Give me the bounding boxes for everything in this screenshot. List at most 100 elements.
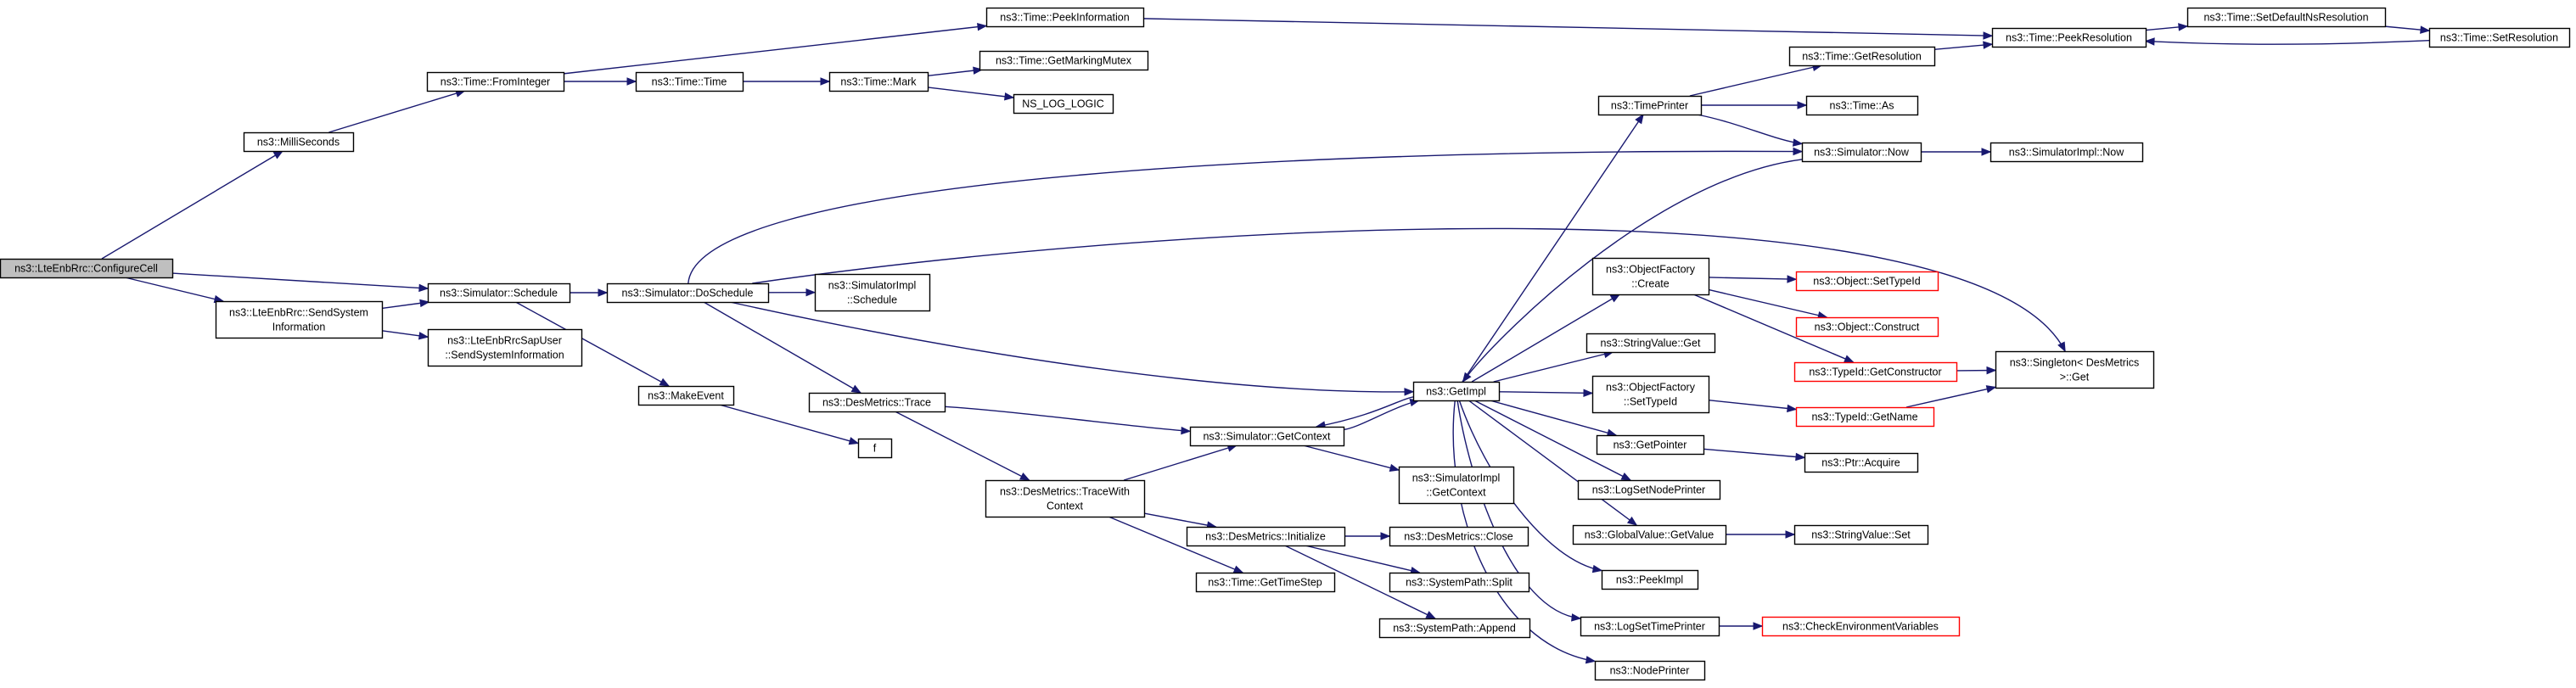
edge-typeid-get-name-to-singleton-get xyxy=(1905,386,1996,408)
edge-time-set-resolution-to-time-peek-resolution-arrowhead xyxy=(2144,37,2155,46)
node-sap-user-send-system-information[interactable]: ns3::LteEnbRrcSapUser::SendSystemInforma… xyxy=(427,328,583,367)
edge-make-event-to-f-arrowhead xyxy=(848,437,860,445)
node-time-get-time-step-box xyxy=(1195,572,1336,593)
node-desmetrics-close[interactable]: ns3::DesMetrics::Close xyxy=(1389,526,1529,547)
node-time-set-default-ns-resolution[interactable]: ns3::Time::SetDefaultNsResolution xyxy=(2186,7,2387,28)
node-desmetrics-initialize-box xyxy=(1186,526,1346,547)
edge-configure-cell-to-simulator-schedule xyxy=(171,272,429,289)
edge-objectfactory-create-to-object-construct xyxy=(1708,288,1827,318)
edge-time-printer-to-time-get-resolution xyxy=(1689,64,1822,97)
node-f[interactable]: f xyxy=(857,438,893,459)
edge-simulator-do-schedule-to-simulator-now-arrowhead xyxy=(1793,147,1804,156)
node-time-printer[interactable]: ns3::TimePrinter xyxy=(1597,95,1703,116)
node-simulatorimpl-schedule[interactable]: ns3::SimulatorImpl::Schedule xyxy=(814,273,931,312)
edge-get-impl-to-objectfactory-create-arrowhead xyxy=(1609,294,1621,303)
node-time-set-resolution[interactable]: ns3::Time::SetResolution xyxy=(2428,27,2571,48)
node-singleton-get[interactable]: ns3::Singleton< DesMetrics >::Get xyxy=(1995,350,2155,389)
node-milliseconds[interactable]: ns3::MilliSeconds xyxy=(243,131,355,153)
node-objectfactory-set-type-id-box xyxy=(1591,375,1710,414)
node-time-get-time-step[interactable]: ns3::Time::GetTimeStep xyxy=(1195,572,1336,593)
node-log-set-time-printer[interactable]: ns3::LogSetTimePrinter xyxy=(1580,616,1720,637)
node-simulator-get-context[interactable]: ns3::Simulator::GetContext xyxy=(1189,426,1345,447)
node-desmetrics-initialize[interactable]: ns3::DesMetrics::Initialize xyxy=(1186,526,1346,547)
node-stringvalue-set[interactable]: ns3::StringValue::Set xyxy=(1793,524,1929,545)
edge-simulator-do-schedule-to-singleton-get xyxy=(752,227,2066,352)
node-typeid-get-name[interactable]: ns3::TypeId::GetName xyxy=(1795,406,1935,428)
node-time-get-resolution[interactable]: ns3::Time::GetResolution xyxy=(1788,46,1936,67)
node-send-system-information-label: Information xyxy=(272,322,326,333)
edge-simulator-now-to-get-impl xyxy=(1462,159,1803,383)
node-time-as[interactable]: ns3::Time::As xyxy=(1805,95,1919,116)
edge-get-impl-to-log-set-node-printer xyxy=(1473,400,1631,481)
node-singleton-get-label: >::Get xyxy=(2060,372,2090,383)
node-object-set-type-id[interactable]: ns3::Object::SetTypeId xyxy=(1795,271,1939,292)
edge-simulator-schedule-to-make-event-arrowhead xyxy=(659,378,671,387)
node-log-set-node-printer[interactable]: ns3::LogSetNodePrinter xyxy=(1577,479,1721,501)
edge-send-system-information-to-sap-user-send-system-information-arrowhead xyxy=(418,332,429,340)
edge-get-pointer-to-ptr-acquire-arrowhead xyxy=(1795,452,1806,461)
edge-time-mark-to-ns-log-logic xyxy=(927,87,1014,98)
node-get-impl[interactable]: ns3::GetImpl xyxy=(1412,381,1501,402)
node-systempath-append[interactable]: ns3::SystemPath::Append xyxy=(1378,618,1531,639)
node-typeid-get-constructor-box xyxy=(1793,361,1958,383)
node-time-time[interactable]: ns3::Time::Time xyxy=(635,71,744,92)
node-desmetrics-trace-with-context-label: ns3::DesMetrics::TraceWith xyxy=(1000,486,1130,498)
edge-time-get-resolution-to-time-peek-resolution xyxy=(1933,43,1993,50)
edge-simulator-schedule-to-make-event xyxy=(515,301,670,387)
node-object-construct[interactable]: ns3::Object::Construct xyxy=(1795,316,1939,338)
node-simulator-do-schedule[interactable]: ns3::Simulator::DoSchedule xyxy=(606,282,770,304)
node-ptr-acquire[interactable]: ns3::Ptr::Acquire xyxy=(1804,452,1919,473)
edge-get-impl-to-time-printer xyxy=(1462,114,1644,383)
node-sap-user-send-system-information-box xyxy=(427,328,583,367)
node-systempath-split[interactable]: ns3::SystemPath::Split xyxy=(1389,572,1530,593)
node-time-printer-box xyxy=(1597,95,1703,116)
node-check-environment-variables[interactable]: ns3::CheckEnvironmentVariables xyxy=(1761,616,1961,637)
node-objectfactory-set-type-id[interactable]: ns3::ObjectFactory::SetTypeId xyxy=(1591,375,1710,414)
node-make-event-label: ns3::MakeEvent xyxy=(648,390,724,402)
node-log-set-node-printer-box xyxy=(1577,479,1721,501)
node-object-construct-box xyxy=(1795,316,1939,338)
edge-get-impl-to-log-set-time-printer-arrowhead xyxy=(1571,613,1582,622)
node-typeid-get-constructor[interactable]: ns3::TypeId::GetConstructor xyxy=(1793,361,1958,383)
node-time-peek-resolution[interactable]: ns3::Time::PeekResolution xyxy=(1991,27,2147,48)
edge-objectfactory-create-to-typeid-get-constructor-arrowhead xyxy=(1844,355,1855,363)
node-simulatorimpl-get-context[interactable]: ns3::SimulatorImpl::GetContext xyxy=(1398,466,1515,505)
edge-time-peek-information-to-time-peek-resolution xyxy=(1142,18,1993,36)
edge-desmetrics-trace-to-simulator-get-context xyxy=(944,406,1191,432)
edge-desmetrics-initialize-to-systempath-append-arrowhead xyxy=(1425,611,1437,619)
node-configure-cell[interactable]: ns3::LteEnbRrc::ConfigureCell xyxy=(0,258,174,279)
node-node-printer[interactable]: ns3::NodePrinter xyxy=(1594,660,1706,681)
node-time-mark[interactable]: ns3::Time::Mark xyxy=(828,71,929,92)
node-simulator-get-context-label: ns3::Simulator::GetContext xyxy=(1203,431,1331,443)
edge-configure-cell-to-send-system-information xyxy=(124,277,224,302)
node-ns-log-logic[interactable]: NS_LOG_LOGIC xyxy=(1013,93,1114,115)
edge-time-set-resolution-to-time-peek-resolution xyxy=(2145,40,2430,45)
node-globalvalue-get-value[interactable]: ns3::GlobalValue::GetValue xyxy=(1572,524,1727,545)
edge-get-impl-to-globalvalue-get-value xyxy=(1468,400,1637,526)
node-peek-impl[interactable]: ns3::PeekImpl xyxy=(1601,569,1699,590)
node-systempath-append-box xyxy=(1378,618,1531,639)
node-desmetrics-trace[interactable]: ns3::DesMetrics::Trace xyxy=(808,392,946,413)
node-stringvalue-get[interactable]: ns3::StringValue::Get xyxy=(1585,333,1716,354)
node-simulatorimpl-now[interactable]: ns3::SimulatorImpl::Now xyxy=(1990,142,2144,163)
node-time-from-integer[interactable]: ns3::Time::FromInteger xyxy=(426,71,565,92)
node-time-set-default-ns-resolution-box xyxy=(2186,7,2387,28)
node-milliseconds-box xyxy=(243,131,355,153)
edge-get-impl-to-objectfactory-create xyxy=(1471,294,1620,383)
node-simulator-schedule[interactable]: ns3::Simulator::Schedule xyxy=(427,282,571,304)
node-stringvalue-get-box xyxy=(1585,333,1716,354)
node-node-printer-label: ns3::NodePrinter xyxy=(1610,665,1690,677)
node-time-get-marking-mutex[interactable]: ns3::Time::GetMarkingMutex xyxy=(979,50,1149,71)
node-make-event-box xyxy=(637,385,735,406)
node-simulatorimpl-get-context-label: ns3::SimulatorImpl xyxy=(1412,473,1501,484)
node-time-peek-information[interactable]: ns3::Time::PeekInformation xyxy=(985,7,1145,28)
node-objectfactory-set-type-id-label: ns3::ObjectFactory xyxy=(1606,382,1696,394)
node-get-pointer[interactable]: ns3::GetPointer xyxy=(1596,434,1705,456)
node-send-system-information[interactable]: ns3::LteEnbRrc::SendSystemInformation xyxy=(215,300,384,339)
node-make-event[interactable]: ns3::MakeEvent xyxy=(637,385,735,406)
node-objectfactory-create[interactable]: ns3::ObjectFactory::Create xyxy=(1591,257,1710,296)
edge-desmetrics-initialize-to-systempath-append xyxy=(1284,545,1436,619)
node-get-pointer-box xyxy=(1596,434,1705,456)
node-simulator-now[interactable]: ns3::Simulator::Now xyxy=(1801,142,1922,163)
